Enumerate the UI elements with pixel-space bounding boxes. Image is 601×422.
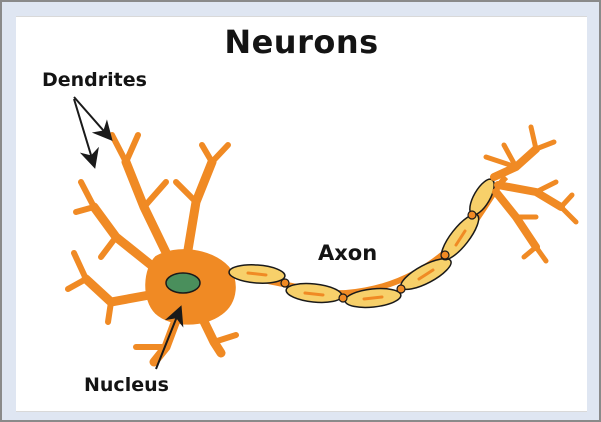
nucleus-shape: [166, 273, 200, 293]
diagram-card: Neurons Dendrites Axon Nucleus: [16, 16, 587, 412]
dendrites: [68, 135, 236, 362]
label-arrows: [74, 97, 180, 369]
axon-label: Axon: [318, 241, 377, 265]
dendrites-label: Dendrites: [42, 69, 147, 91]
axon-terminals: [486, 127, 576, 261]
nucleus-label: Nucleus: [84, 374, 169, 396]
diagram-title: Neurons: [16, 23, 587, 61]
